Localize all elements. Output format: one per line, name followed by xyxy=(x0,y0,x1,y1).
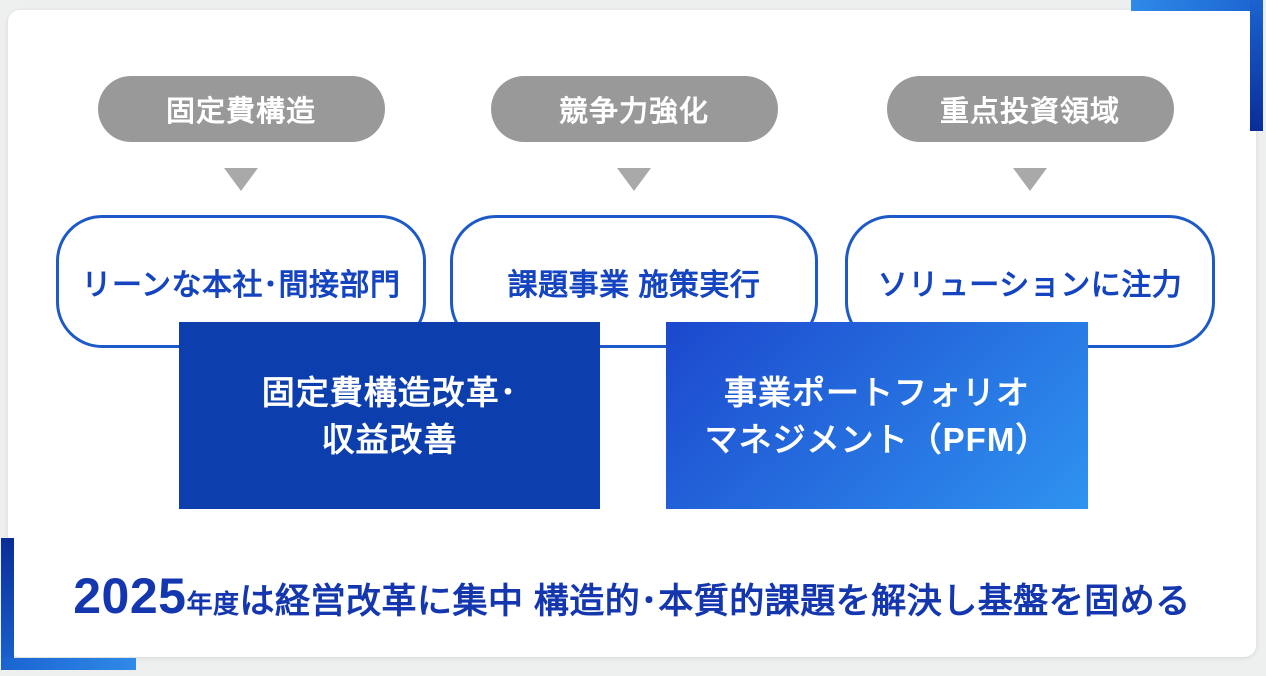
footer-message: は経営改革に集中 構造的･本質的課題を解決し基盤を固める xyxy=(239,582,1191,621)
initiative-line: マネジメント（PFM） xyxy=(704,420,1050,458)
initiative-line: 固定費構造改革･ xyxy=(261,373,518,411)
footer-year: 2025 xyxy=(73,568,187,624)
top-right-corner-accent-vertical xyxy=(1250,0,1263,131)
down-arrow-icon xyxy=(1013,168,1047,191)
category-pill-label: 固定費構造 xyxy=(165,96,316,128)
category-pill: 固定費構造 xyxy=(97,76,385,142)
outcome-label: ソリューションに注力 xyxy=(877,268,1183,302)
initiative-line: 事業ポートフォリオ xyxy=(724,373,1030,411)
initiative-line: 収益改善 xyxy=(321,420,458,458)
category-pill: 重点投資領域 xyxy=(886,76,1174,142)
category-pill-label: 競争力強化 xyxy=(558,96,709,128)
top-right-corner-accent-horizontal xyxy=(1131,0,1263,11)
down-arrow-icon xyxy=(224,168,258,191)
category-pill-label: 重点投資領域 xyxy=(939,96,1120,128)
initiative-box-cost-reform: 固定費構造改革･ 収益改善 xyxy=(179,322,600,509)
footer-statement: 2025 年度 は経営改革に集中 構造的･本質的課題を解決し基盤を固める xyxy=(8,567,1256,625)
initiative-box-portfolio-management: 事業ポートフォリオ マネジメント（PFM） xyxy=(666,322,1088,509)
column-investment-focus: 重点投資領域 ソリューションに注力 xyxy=(845,76,1215,348)
column-fixed-costs: 固定費構造 リーンな本社･間接部門 xyxy=(56,76,426,348)
outcome-label: リーンな本社･間接部門 xyxy=(81,268,401,302)
outcome-label: 課題事業 施策実行 xyxy=(507,268,761,302)
category-pill: 競争力強化 xyxy=(490,76,778,142)
down-arrow-icon xyxy=(617,168,651,191)
bottom-left-corner-accent-horizontal xyxy=(1,658,136,670)
column-competitiveness: 競争力強化 課題事業 施策実行 xyxy=(450,76,818,348)
bottom-left-corner-accent-vertical xyxy=(1,538,14,670)
footer-year-suffix: 年度 xyxy=(186,589,240,619)
